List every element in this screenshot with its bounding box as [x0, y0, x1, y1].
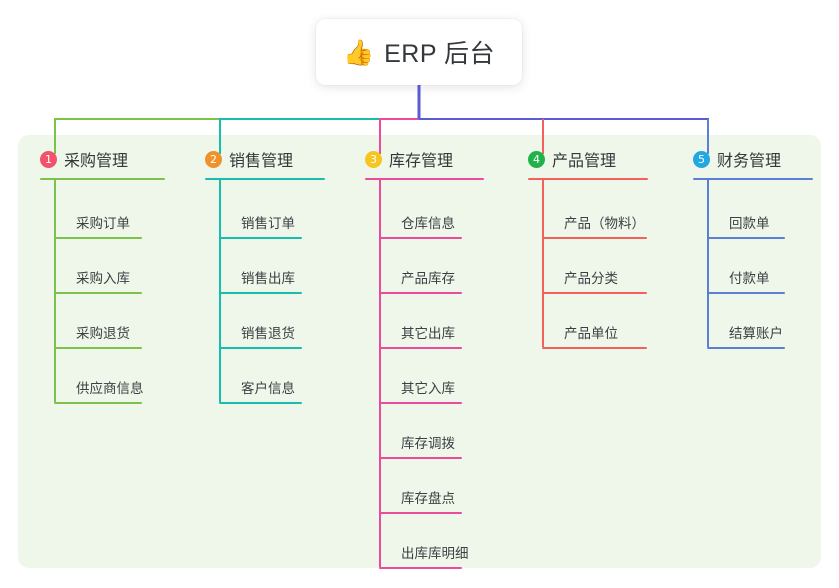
branch-underline-3 — [365, 178, 484, 180]
leaf-label: 仓库信息 — [401, 216, 455, 231]
branch-underline-2 — [205, 178, 325, 180]
leaf-underline — [379, 402, 462, 404]
leaf-underline — [707, 347, 785, 349]
branch-underline-4 — [528, 178, 648, 180]
leaf-underline — [542, 292, 647, 294]
branch-panel — [18, 135, 821, 568]
leaf-underline — [379, 512, 462, 514]
branch-spine-3 — [379, 180, 381, 567]
branch-spine-5 — [707, 180, 709, 347]
branch-badge-5: 5 — [693, 150, 710, 168]
branch-spine-1 — [54, 180, 56, 402]
branch-header-2[interactable]: 2 销售管理 — [205, 147, 293, 171]
leaf-underline — [219, 292, 302, 294]
branch-title-2: 销售管理 — [229, 153, 294, 170]
leaf-label: 产品库存 — [401, 271, 455, 286]
branch-badge-4: 4 — [528, 150, 545, 168]
leaf-label: 结算账户 — [729, 326, 783, 341]
branch-spine-4 — [542, 180, 544, 347]
branch-title-4: 产品管理 — [552, 153, 617, 170]
leaf-underline — [54, 292, 142, 294]
branch-columns: 1 采购管理采购订单采购入库采购退货供应商信息 2 销售管理销售订单销售出库销售退货客… — [18, 135, 821, 569]
leaf-underline — [54, 237, 142, 239]
branch-title-1: 采购管理 — [64, 153, 129, 170]
leaf-underline — [379, 292, 462, 294]
root-title: ERP 后台 — [384, 40, 496, 68]
leaf-label: 采购入库 — [76, 271, 130, 286]
leaf-label: 出库库明细 — [401, 546, 469, 561]
branch-title-3: 库存管理 — [389, 153, 454, 170]
leaf-label: 回款单 — [729, 216, 770, 231]
leaf-label: 产品单位 — [564, 326, 618, 341]
leaf-label: 库存盘点 — [401, 491, 455, 506]
leaf-underline — [379, 347, 462, 349]
leaf-underline — [54, 402, 142, 404]
leaf-label: 其它入库 — [401, 381, 455, 396]
leaf-label: 采购退货 — [76, 326, 130, 341]
branch-header-4[interactable]: 4 产品管理 — [528, 147, 616, 171]
leaf-label: 采购订单 — [76, 216, 130, 231]
leaf-underline — [379, 567, 462, 569]
branch-spine-2 — [219, 180, 221, 402]
leaf-underline — [379, 237, 462, 239]
leaf-underline — [219, 402, 302, 404]
leaf-label: 库存调拨 — [401, 436, 455, 451]
leaf-label: 供应商信息 — [76, 381, 144, 396]
thumbs-up-icon: 👍 — [342, 37, 375, 67]
leaf-label: 产品分类 — [564, 271, 618, 286]
branch-badge-2: 2 — [205, 150, 222, 168]
branch-header-3[interactable]: 3 库存管理 — [365, 147, 453, 171]
leaf-underline — [542, 237, 647, 239]
leaf-label: 销售出库 — [241, 271, 295, 286]
leaf-underline — [54, 347, 142, 349]
leaf-underline — [542, 347, 647, 349]
leaf-label: 销售订单 — [241, 216, 295, 231]
leaf-label: 付款单 — [729, 271, 770, 286]
branch-title-5: 财务管理 — [717, 153, 782, 170]
branch-header-5[interactable]: 5 财务管理 — [693, 147, 781, 171]
root-node[interactable]: 👍 ERP 后台 — [316, 19, 522, 85]
leaf-label: 其它出库 — [401, 326, 455, 341]
leaf-underline — [707, 292, 785, 294]
branch-header-1[interactable]: 1 采购管理 — [40, 147, 128, 171]
branch-badge-1: 1 — [40, 150, 57, 168]
leaf-underline — [379, 457, 462, 459]
leaf-label: 产品（物料） — [564, 216, 645, 231]
branch-underline-5 — [693, 178, 813, 180]
branch-underline-1 — [40, 178, 165, 180]
leaf-label: 销售退货 — [241, 326, 295, 341]
leaf-label: 客户信息 — [241, 381, 295, 396]
leaf-underline — [219, 237, 302, 239]
leaf-underline — [219, 347, 302, 349]
branch-badge-3: 3 — [365, 150, 382, 168]
leaf-underline — [707, 237, 785, 239]
